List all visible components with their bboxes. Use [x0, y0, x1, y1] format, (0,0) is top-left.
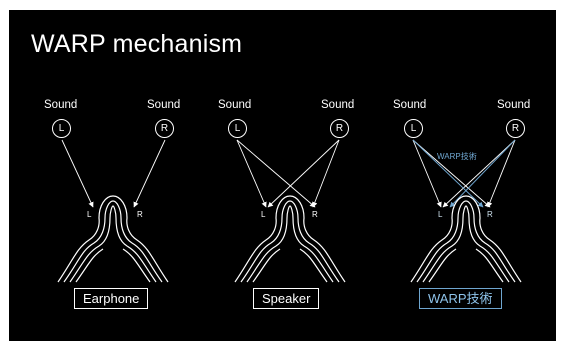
panel2-arrows — [236, 139, 340, 208]
panel3-right-channel: R — [506, 119, 525, 138]
panel1-label-box: Earphone — [74, 288, 149, 309]
panel2-ear-right: R — [312, 210, 318, 219]
panel1-ear-right: R — [137, 210, 143, 219]
panel2-ear-left: L — [261, 210, 266, 219]
panel2-label-box: Speaker — [253, 288, 320, 309]
panel1-right-channel: R — [155, 119, 174, 138]
panel2-right-channel: R — [330, 119, 349, 138]
panel2-head — [234, 195, 346, 283]
panel3-left-channel: L — [404, 119, 423, 138]
panel2-left-channel: L — [228, 119, 247, 138]
panel1-left-channel: L — [52, 119, 71, 138]
diagram-graphics — [57, 139, 522, 283]
panel3-warp-note: WARP技術 — [437, 152, 477, 161]
slide: WARP mechanism Sound Sound L R L R Earph… — [9, 10, 556, 341]
panel1-right-sound-label: Sound — [147, 99, 181, 111]
panel3-arrows — [412, 139, 516, 208]
panel1-head — [57, 195, 169, 283]
panel3-label-box: WARP技術 — [419, 288, 502, 309]
slide-title: WARP mechanism — [31, 30, 243, 58]
panel3-left-sound-label: Sound — [393, 99, 427, 111]
panel3-ear-right: R — [487, 210, 493, 219]
panel1-ear-left: L — [87, 210, 92, 219]
panel3-right-sound-label: Sound — [497, 99, 531, 111]
panel3-ear-left: L — [438, 210, 443, 219]
panel1-left-sound-label: Sound — [44, 99, 78, 111]
panel3-head — [410, 195, 522, 283]
panel2-right-sound-label: Sound — [321, 99, 355, 111]
panel2-left-sound-label: Sound — [218, 99, 252, 111]
panel1-arrows — [61, 139, 166, 208]
